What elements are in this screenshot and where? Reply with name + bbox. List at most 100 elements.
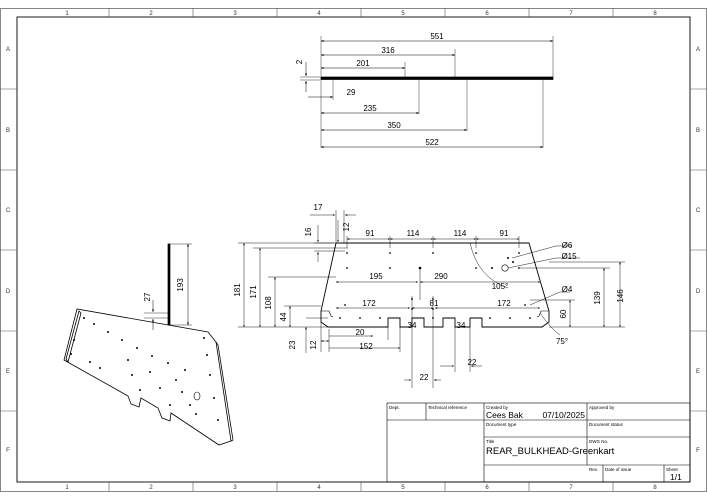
tech-ref-label: Technical reference xyxy=(428,405,468,410)
svg-text:2: 2 xyxy=(295,59,304,64)
zone-ticks xyxy=(0,8,707,491)
outer-border xyxy=(0,8,707,492)
svg-text:195: 195 xyxy=(369,272,383,281)
title-label: Title xyxy=(486,439,495,444)
svg-text:81: 81 xyxy=(430,299,439,308)
svg-text:172: 172 xyxy=(497,299,511,308)
svg-text:350: 350 xyxy=(387,121,401,130)
svg-text:B: B xyxy=(6,128,10,134)
svg-text:17: 17 xyxy=(314,203,323,212)
svg-text:2: 2 xyxy=(149,485,153,491)
svg-text:6: 6 xyxy=(485,485,489,491)
svg-text:235: 235 xyxy=(363,104,377,113)
svg-text:551: 551 xyxy=(430,32,444,41)
svg-text:23: 23 xyxy=(288,340,297,349)
top-view xyxy=(300,36,554,148)
svg-text:44: 44 xyxy=(279,312,288,321)
sheet-label: Sheet xyxy=(666,467,679,472)
svg-text:152: 152 xyxy=(359,342,373,351)
dept-label: Dept. xyxy=(389,405,400,410)
created-by-label: Created by xyxy=(486,405,509,410)
svg-text:193: 193 xyxy=(176,278,185,292)
isometric-view xyxy=(63,308,234,446)
svg-text:4: 4 xyxy=(317,485,321,491)
svg-text:171: 171 xyxy=(249,285,258,299)
svg-text:5: 5 xyxy=(401,11,405,17)
front-view xyxy=(320,242,550,328)
svg-text:181: 181 xyxy=(233,283,242,297)
svg-text:A: A xyxy=(6,47,10,53)
svg-text:91: 91 xyxy=(500,229,509,238)
svg-text:108: 108 xyxy=(264,296,273,310)
svg-text:E: E xyxy=(696,369,700,375)
svg-text:27: 27 xyxy=(143,292,152,301)
svg-text:C: C xyxy=(6,208,11,214)
svg-text:D: D xyxy=(6,289,11,295)
svg-text:Ø4: Ø4 xyxy=(562,285,573,294)
title-block-text: Dept. Technical reference Created by Cee… xyxy=(389,405,682,482)
svg-text:201: 201 xyxy=(356,59,370,68)
hole-15 xyxy=(501,264,509,272)
title-block xyxy=(386,402,691,483)
svg-text:146: 146 xyxy=(616,289,625,303)
front-view-dim-labels: 17 16 12 91 114 114 91 Ø6 Ø15 Ø4 195 290… xyxy=(233,203,625,382)
front-view-dimension-lines xyxy=(238,210,625,388)
svg-text:91: 91 xyxy=(366,229,375,238)
svg-text:114: 114 xyxy=(407,229,420,238)
side-view-dim-labels: 27 193 xyxy=(143,278,185,302)
svg-text:139: 139 xyxy=(593,291,602,305)
row-labels: A B C D E F A B C D E F xyxy=(6,47,701,454)
svg-text:E: E xyxy=(6,369,10,375)
svg-text:C: C xyxy=(696,208,701,214)
doc-type-label: Document type xyxy=(486,422,517,427)
svg-text:B: B xyxy=(696,128,700,134)
svg-text:22: 22 xyxy=(468,358,477,367)
svg-text:2: 2 xyxy=(149,11,153,17)
dwg-no-label: DWG No. xyxy=(589,439,608,444)
svg-text:34: 34 xyxy=(408,321,417,330)
svg-text:12: 12 xyxy=(342,222,351,231)
svg-text:Ø15: Ø15 xyxy=(561,252,577,261)
svg-text:20: 20 xyxy=(356,328,365,337)
svg-text:1: 1 xyxy=(65,11,69,17)
inner-border xyxy=(16,16,691,483)
svg-text:16: 16 xyxy=(304,227,313,236)
approved-by-label: Approved by xyxy=(589,405,615,410)
svg-text:60: 60 xyxy=(559,309,568,318)
svg-text:D: D xyxy=(696,289,701,295)
svg-text:Ø6: Ø6 xyxy=(562,241,573,250)
sheet-number: 1/1 xyxy=(670,472,682,482)
svg-text:22: 22 xyxy=(420,373,429,382)
created-date: 07/10/2025 xyxy=(542,410,585,420)
svg-text:7: 7 xyxy=(569,11,573,17)
svg-text:75°: 75° xyxy=(556,337,568,346)
date-issue-label: Date of issue xyxy=(605,467,632,472)
created-by: Cees Bak xyxy=(486,410,524,420)
svg-text:3: 3 xyxy=(233,11,237,17)
svg-text:8: 8 xyxy=(653,485,657,491)
svg-text:A: A xyxy=(696,47,700,53)
column-labels: 1 2 3 4 5 6 7 8 1 2 3 4 5 6 7 8 xyxy=(65,11,657,491)
plate-edge xyxy=(320,76,554,80)
svg-text:316: 316 xyxy=(381,46,395,55)
doc-status-label: Document status xyxy=(589,422,624,427)
svg-text:F: F xyxy=(696,448,700,454)
drawing-title: REAR_BULKHEAD-Greenkart xyxy=(486,446,615,457)
svg-text:29: 29 xyxy=(347,88,356,97)
rev-label: Rev. xyxy=(589,467,598,472)
svg-text:522: 522 xyxy=(425,138,439,147)
svg-text:114: 114 xyxy=(454,229,467,238)
svg-text:F: F xyxy=(6,448,10,454)
top-view-dim-labels: 551 316 201 2 29 235 350 522 xyxy=(295,32,444,147)
svg-text:172: 172 xyxy=(362,299,376,308)
svg-text:12: 12 xyxy=(309,340,318,349)
svg-text:8: 8 xyxy=(653,11,657,17)
svg-text:5: 5 xyxy=(401,485,405,491)
svg-text:34: 34 xyxy=(457,321,466,330)
svg-text:7: 7 xyxy=(569,485,573,491)
svg-text:6: 6 xyxy=(485,11,489,17)
svg-text:105°: 105° xyxy=(492,282,509,291)
svg-text:1: 1 xyxy=(65,485,69,491)
svg-text:4: 4 xyxy=(317,11,321,17)
